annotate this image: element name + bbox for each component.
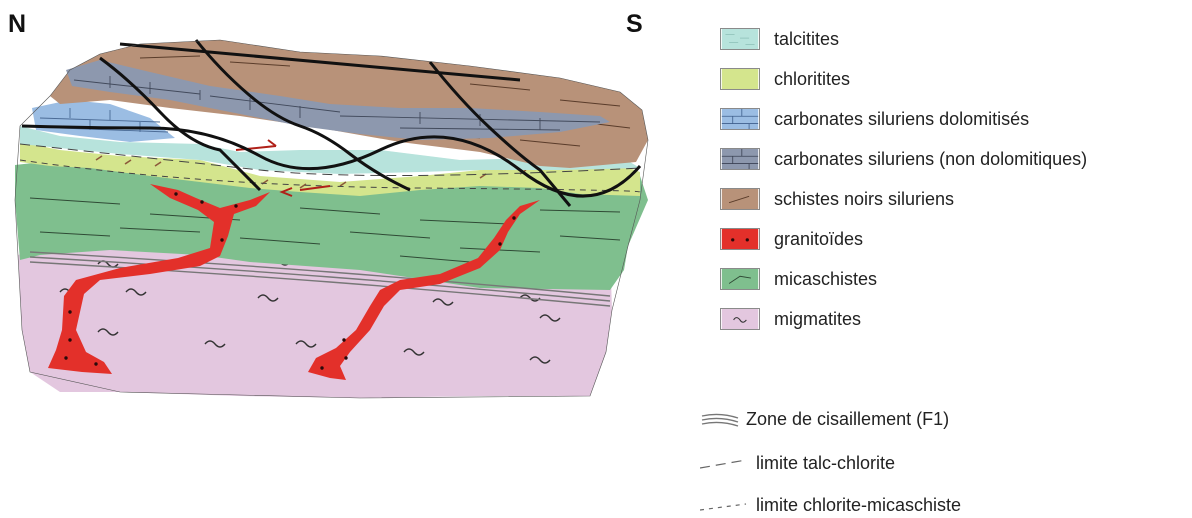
- micaschistes-swatch: [720, 268, 760, 290]
- legend-label-carbonates-non-dolomitiques: carbonates siluriens (non dolomitiques): [774, 148, 1088, 169]
- shear-arrows: [235, 139, 331, 197]
- legend-talc-chlorite: limite talc-chlorite: [700, 450, 895, 476]
- granitoide-dykes: [48, 184, 540, 380]
- legend-label-granitoides: granitoïdes: [774, 228, 864, 249]
- legend-label-schistes-noirs: schistes noirs siluriens: [774, 188, 955, 209]
- legend-granitoides: granitoïdes: [720, 224, 863, 254]
- legend-carbonates-non-dolomitiques: carbonates siluriens (non dolomitiques): [720, 144, 1087, 174]
- legend-label-talc-chlorite: limite talc-chlorite: [756, 452, 896, 473]
- legend-micaschistes: micaschistes: [720, 264, 877, 294]
- fault-lines: [21, 39, 642, 207]
- granitoides-swatch: [720, 228, 760, 250]
- chlorite-micaschiste-symbol: [700, 503, 747, 511]
- legend-carbonates-dolomitises: carbonates siluriens dolomitisés: [720, 104, 1029, 134]
- legend-label-talcitites: talcitites: [774, 28, 840, 49]
- legend-migmatites: migmatites: [720, 304, 861, 334]
- geological-cross-section: [14, 39, 649, 399]
- schistes-noirs-swatch: [720, 188, 760, 210]
- layer-chloritites: [19, 142, 641, 196]
- carbonates-dolomitises-swatch: [720, 108, 760, 130]
- legend-chloritites: chloritites: [720, 64, 850, 94]
- legend-shear-zone: Zone de cisaillement (F1): [700, 406, 949, 432]
- south-label: S: [626, 10, 643, 38]
- legend-label-shear-zone: Zone de cisaillement (F1): [746, 408, 950, 429]
- talc-chlorite-symbol: [700, 459, 747, 469]
- legend-label-chlorite-micaschiste: limite chlorite-micaschiste: [756, 494, 962, 515]
- migmatites-swatch: [720, 308, 760, 330]
- carbonates-non-dolomitiques-swatch: [720, 148, 760, 170]
- legend-label-chloritites: chloritites: [774, 68, 851, 89]
- section-outline: [14, 39, 649, 399]
- legend-schistes-noirs: schistes noirs siluriens: [720, 184, 954, 214]
- layer-talcitites: [19, 126, 641, 177]
- talcitites-swatch: [720, 28, 760, 50]
- shear-zone-symbol: [701, 413, 739, 427]
- legend-talcitites: talcitites: [720, 24, 839, 54]
- legend-chlorite-micaschiste: limite chlorite-micaschiste: [700, 492, 961, 518]
- legend-label-micaschistes: micaschistes: [774, 268, 878, 289]
- chloritites-swatch: [720, 68, 760, 90]
- legend-label-carbonates-dolomitises: carbonates siluriens dolomitisés: [774, 108, 1030, 129]
- north-label: N: [8, 10, 27, 38]
- legend-label-migmatites: migmatites: [774, 308, 862, 329]
